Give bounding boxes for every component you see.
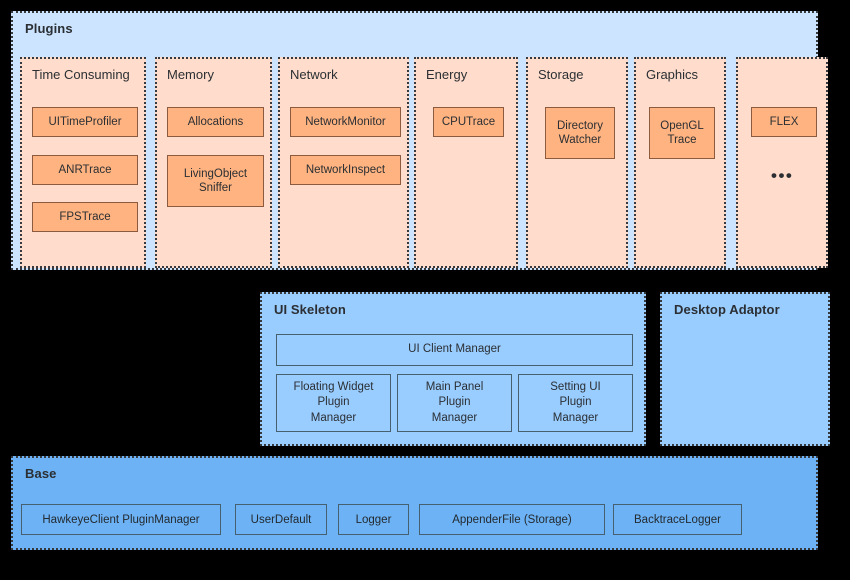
more-plugins-ellipsis: ••• [771, 166, 794, 185]
plugin-item-opengltrace[interactable]: OpenGL Trace [649, 107, 715, 159]
ui-skeleton-section-title: UI Skeleton [274, 302, 346, 317]
plugin-column-title: Graphics [646, 67, 699, 82]
plugin-column-more[interactable]: FLEX ••• [736, 57, 828, 268]
plugin-column-title: Time Consuming [32, 67, 130, 82]
plugin-item-networkinspect[interactable]: NetworkInspect [290, 155, 401, 185]
plugin-item-networkmonitor[interactable]: NetworkMonitor [290, 107, 401, 137]
plugin-column-energy[interactable]: Energy CPUTrace [414, 57, 518, 268]
setting-ui-plugin-manager-box[interactable]: Setting UI Plugin Manager [518, 374, 633, 432]
plugin-item-cputrace[interactable]: CPUTrace [433, 107, 504, 137]
plugin-item-allocations[interactable]: Allocations [167, 107, 264, 137]
plugins-section-title: Plugins [25, 21, 73, 36]
base-section: Base HawkeyeClient PluginManager UserDef… [11, 456, 818, 550]
plugin-item-flex[interactable]: FLEX [751, 107, 817, 137]
base-item-appenderfile-storage[interactable]: AppenderFile (Storage) [419, 504, 605, 535]
plugin-column-time-consuming[interactable]: Time Consuming UITimeProfiler ANRTrace F… [20, 57, 146, 268]
plugin-item-directorywatcher[interactable]: Directory Watcher [545, 107, 615, 159]
ui-client-manager-box[interactable]: UI Client Manager [276, 334, 633, 366]
plugin-column-memory[interactable]: Memory Allocations LivingObject Sniffer [155, 57, 272, 268]
plugin-column-title: Storage [538, 67, 584, 82]
base-item-backtracelogger[interactable]: BacktraceLogger [613, 504, 742, 535]
base-item-logger[interactable]: Logger [338, 504, 409, 535]
ui-skeleton-section: UI Skeleton UI Client Manager Floating W… [260, 292, 646, 446]
plugin-column-network[interactable]: Network NetworkMonitor NetworkInspect [278, 57, 409, 268]
plugin-item-uitimeprofiler[interactable]: UITimeProfiler [32, 107, 138, 137]
plugin-column-graphics[interactable]: Graphics OpenGL Trace [634, 57, 726, 268]
desktop-adaptor-section-title: Desktop Adaptor [674, 302, 780, 317]
floating-widget-plugin-manager-box[interactable]: Floating Widget Plugin Manager [276, 374, 391, 432]
plugin-column-title: Energy [426, 67, 468, 82]
plugin-column-title: Memory [167, 67, 214, 82]
plugin-item-fpstrace[interactable]: FPSTrace [32, 202, 138, 232]
plugin-item-anrtrace[interactable]: ANRTrace [32, 155, 138, 185]
main-panel-plugin-manager-box[interactable]: Main Panel Plugin Manager [397, 374, 512, 432]
plugin-item-livingobjectsniffer[interactable]: LivingObject Sniffer [167, 155, 264, 207]
plugin-column-title: Network [290, 67, 338, 82]
desktop-adaptor-section: Desktop Adaptor [660, 292, 830, 446]
base-item-userdefault[interactable]: UserDefault [235, 504, 327, 535]
plugin-column-storage[interactable]: Storage Directory Watcher [526, 57, 628, 268]
base-item-hawkeyeclient-pluginmanager[interactable]: HawkeyeClient PluginManager [21, 504, 221, 535]
base-section-title: Base [25, 466, 57, 481]
